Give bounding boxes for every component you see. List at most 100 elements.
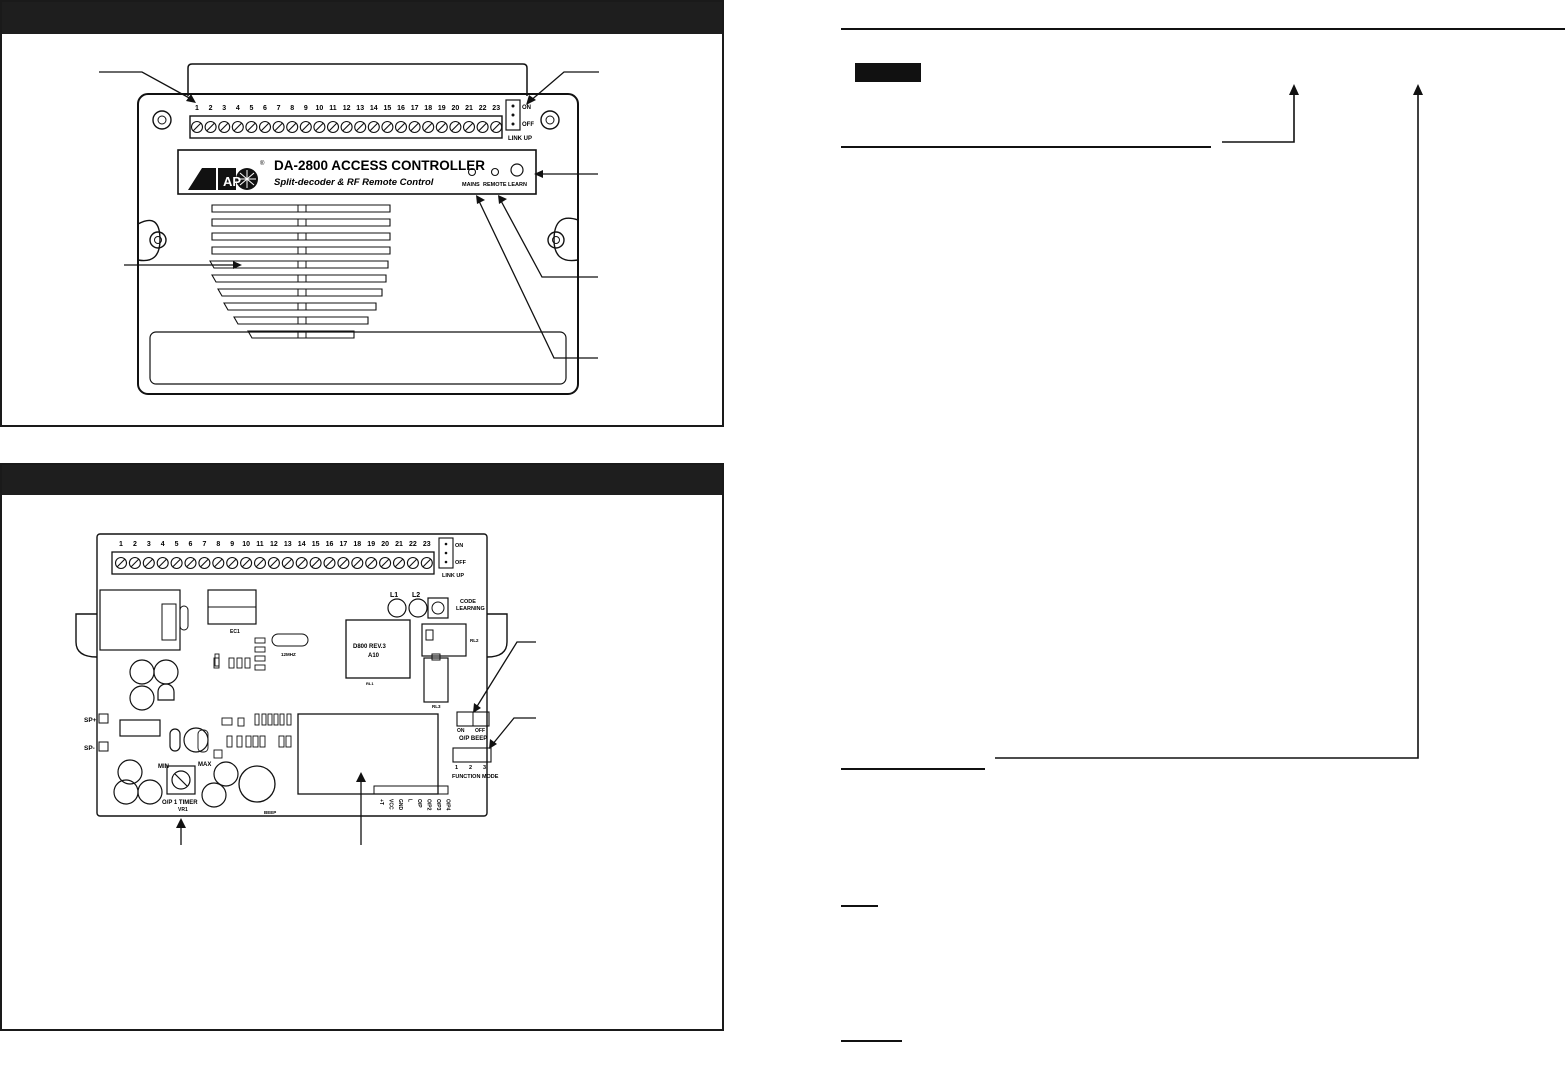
pcb-terminal-number: 2 [133, 541, 137, 548]
crystal [271, 633, 309, 647]
pcb-terminal-block [111, 551, 435, 575]
sp-pos-pad [98, 713, 109, 724]
function-mode-switch[interactable] [452, 747, 492, 763]
front-terminal-number: 4 [236, 105, 240, 112]
led-l2-label: L2 [412, 592, 420, 599]
function-mode-label: FUNCTION MODE [452, 774, 499, 780]
pcb-terminal-screw-icon [142, 556, 155, 570]
pcb-terminal-number: 12 [270, 541, 278, 548]
op-beep-on: ON [457, 728, 465, 734]
pcb-terminal-number: 23 [423, 541, 431, 548]
front-terminal-number: 6 [263, 105, 267, 112]
indicator-remote-label: REMOTE [483, 182, 507, 188]
front-terminal-screw-icon [272, 120, 285, 134]
mount-hole-left [149, 231, 167, 249]
front-terminal-number: 22 [479, 105, 487, 112]
connector-pin-label: L [407, 799, 413, 802]
pcb-terminal-screw-icon [156, 556, 169, 570]
timer-label: O/P 1 TIMER [162, 800, 198, 806]
pcb-terminal-number: 10 [242, 541, 250, 548]
speaker-grille [209, 204, 391, 339]
connector-pin-label: O/P2 [426, 799, 432, 811]
front-terminal-number: 2 [209, 105, 213, 112]
timer-min-label: MIN [158, 764, 169, 770]
front-terminal-screw-icon [204, 120, 217, 134]
ic-label-line1: D800 REV.3 [353, 644, 386, 650]
front-terminal-screws [190, 120, 503, 134]
pcb-capacitors-bottom [113, 759, 239, 808]
grille-slat [217, 288, 383, 297]
pcb-terminal-screw-icon [128, 556, 141, 570]
ap-logo: AP [188, 168, 258, 190]
pcb-terminal-number: 1 [119, 541, 123, 548]
pcb-link-on: ON [455, 543, 463, 549]
pcb-terminal-number: 18 [353, 541, 361, 548]
pcb-terminal-number: 15 [312, 541, 320, 548]
front-terminal-number: 3 [222, 105, 226, 112]
grille-slat [209, 260, 389, 269]
timer-max-label: MAX [198, 762, 211, 768]
front-terminal-screw-icon [367, 120, 380, 134]
connector-pin-label: O/P [416, 799, 422, 808]
pcb-terminal-number: 7 [202, 541, 206, 548]
pcb-terminal-screw-icon [281, 556, 294, 570]
pcb-terminal-screw-icon [198, 556, 211, 570]
indicator-mains-label: MAINS [462, 182, 480, 188]
pcb-terminal-number: 19 [367, 541, 375, 548]
pcb-terminal-number: 22 [409, 541, 417, 548]
front-terminal-number: 16 [397, 105, 405, 112]
ec1-ref: EC1 [230, 629, 240, 635]
pcb-terminal-number: 11 [256, 541, 264, 548]
sp-neg-pad [98, 741, 109, 752]
screw-top-left [152, 110, 172, 130]
arrow-up-icon-2 [1413, 84, 1423, 95]
front-terminal-screw-icon [190, 120, 204, 134]
front-callout-lines [99, 71, 599, 359]
pcb-terminal-number: 21 [395, 541, 403, 548]
pcb-terminal-screw-icon [392, 556, 406, 570]
connector-pin-label: O/P3 [435, 799, 441, 811]
front-terminal-screw-icon [476, 120, 489, 134]
led-l2-icon [408, 598, 428, 618]
registered-mark: ® [260, 160, 265, 167]
pcb-terminal-number: 5 [175, 541, 179, 548]
sp-pos-label: SP+ [84, 717, 97, 724]
pcb-terminal-screw-icon [309, 556, 322, 570]
pcb-terminal-screw-icon [337, 556, 350, 570]
pcb-terminal-screw-icon [253, 556, 267, 570]
grille-slat [211, 204, 391, 213]
ic-label-line2: A10 [368, 653, 380, 659]
front-terminal-number: 21 [465, 105, 473, 112]
front-terminal-number: 1 [195, 105, 199, 112]
front-terminal-number: 10 [316, 105, 324, 112]
relay-rl3-ref: RL3 [432, 704, 441, 709]
front-terminal-screw-icon [218, 120, 231, 134]
pcb-terminal-screw-icon [323, 556, 336, 570]
pcb-callout-lines [180, 641, 536, 845]
pcb-terminal-number: 4 [161, 541, 165, 548]
pcb-terminal-screw-icon [420, 556, 433, 570]
relay-rl2 [421, 623, 467, 657]
led-l1-label: L1 [390, 592, 398, 599]
timer-potentiometer-icon[interactable] [166, 765, 196, 795]
front-terminal-screw-icon [422, 120, 435, 134]
pcb-terminal-screw-icon [212, 556, 225, 570]
pcb-terminal-screw-icon [170, 556, 183, 570]
front-terminal-screw-icon [340, 120, 353, 134]
code-learning-button[interactable] [427, 597, 449, 619]
front-terminal-number: 15 [384, 105, 392, 112]
front-terminal-screw-icon [286, 120, 299, 134]
divider-line-b [841, 768, 985, 770]
pcb-view-header-bar [2, 465, 722, 495]
grille-slat [211, 274, 387, 283]
learn-button-icon[interactable] [510, 163, 524, 177]
divider-line-c [841, 905, 878, 907]
pcb-terminal-screw-icon [184, 556, 197, 570]
front-terminal-screw-icon [299, 120, 312, 134]
op-beep-label: O/P BEEP [459, 736, 487, 742]
connector-pin-label: O/P4 [445, 799, 451, 811]
